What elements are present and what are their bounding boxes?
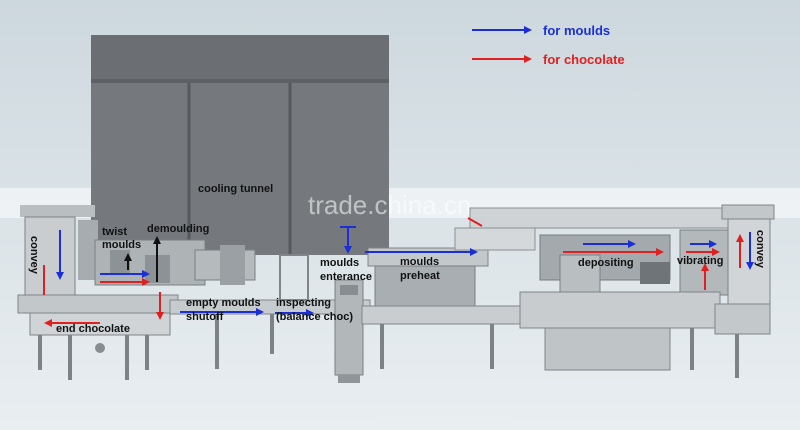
depositing-machine: [454, 207, 739, 378]
legend: for moulds for chocolate: [472, 23, 625, 67]
label-convey-right: convey: [754, 230, 766, 269]
label-preheat: preheat: [400, 270, 440, 282]
moulds-entrance-unit: [334, 279, 364, 383]
legend-chocolate-label: for chocolate: [543, 52, 625, 67]
label-end-chocolate: end chocolate: [56, 323, 130, 335]
label-twist: twist: [102, 226, 127, 238]
cooling-tunnel: cooling tunnel: [91, 35, 389, 255]
label-balance-choc: (balance choc): [276, 311, 353, 323]
preheat-unit: [361, 247, 523, 369]
label-vibrating: vibrating: [677, 255, 723, 267]
legend-moulds-label: for moulds: [543, 23, 610, 38]
label-moulds-preheat: moulds: [400, 256, 439, 268]
label-demoulding: demoulding: [147, 223, 209, 235]
label-cooling-tunnel: cooling tunnel: [198, 183, 273, 195]
label-inspecting: inspecting: [276, 297, 331, 309]
label-depositing: depositing: [578, 257, 634, 269]
chocolate-flow-arrows: [43, 217, 744, 327]
label-convey-left: convey: [28, 236, 40, 275]
label-shutoff: shutoff: [186, 311, 224, 323]
label-moulds-enterance: moulds: [320, 257, 359, 269]
label-enterance: enterance: [320, 271, 372, 283]
mould-flow-arrows: [56, 226, 754, 317]
watermark: trade.china.cn: [308, 190, 471, 220]
handling-arrows: [124, 236, 161, 282]
label-empty-moulds: empty moulds: [186, 297, 261, 309]
main-conveyor: [169, 254, 371, 369]
label-twist-moulds: moulds: [102, 239, 141, 251]
